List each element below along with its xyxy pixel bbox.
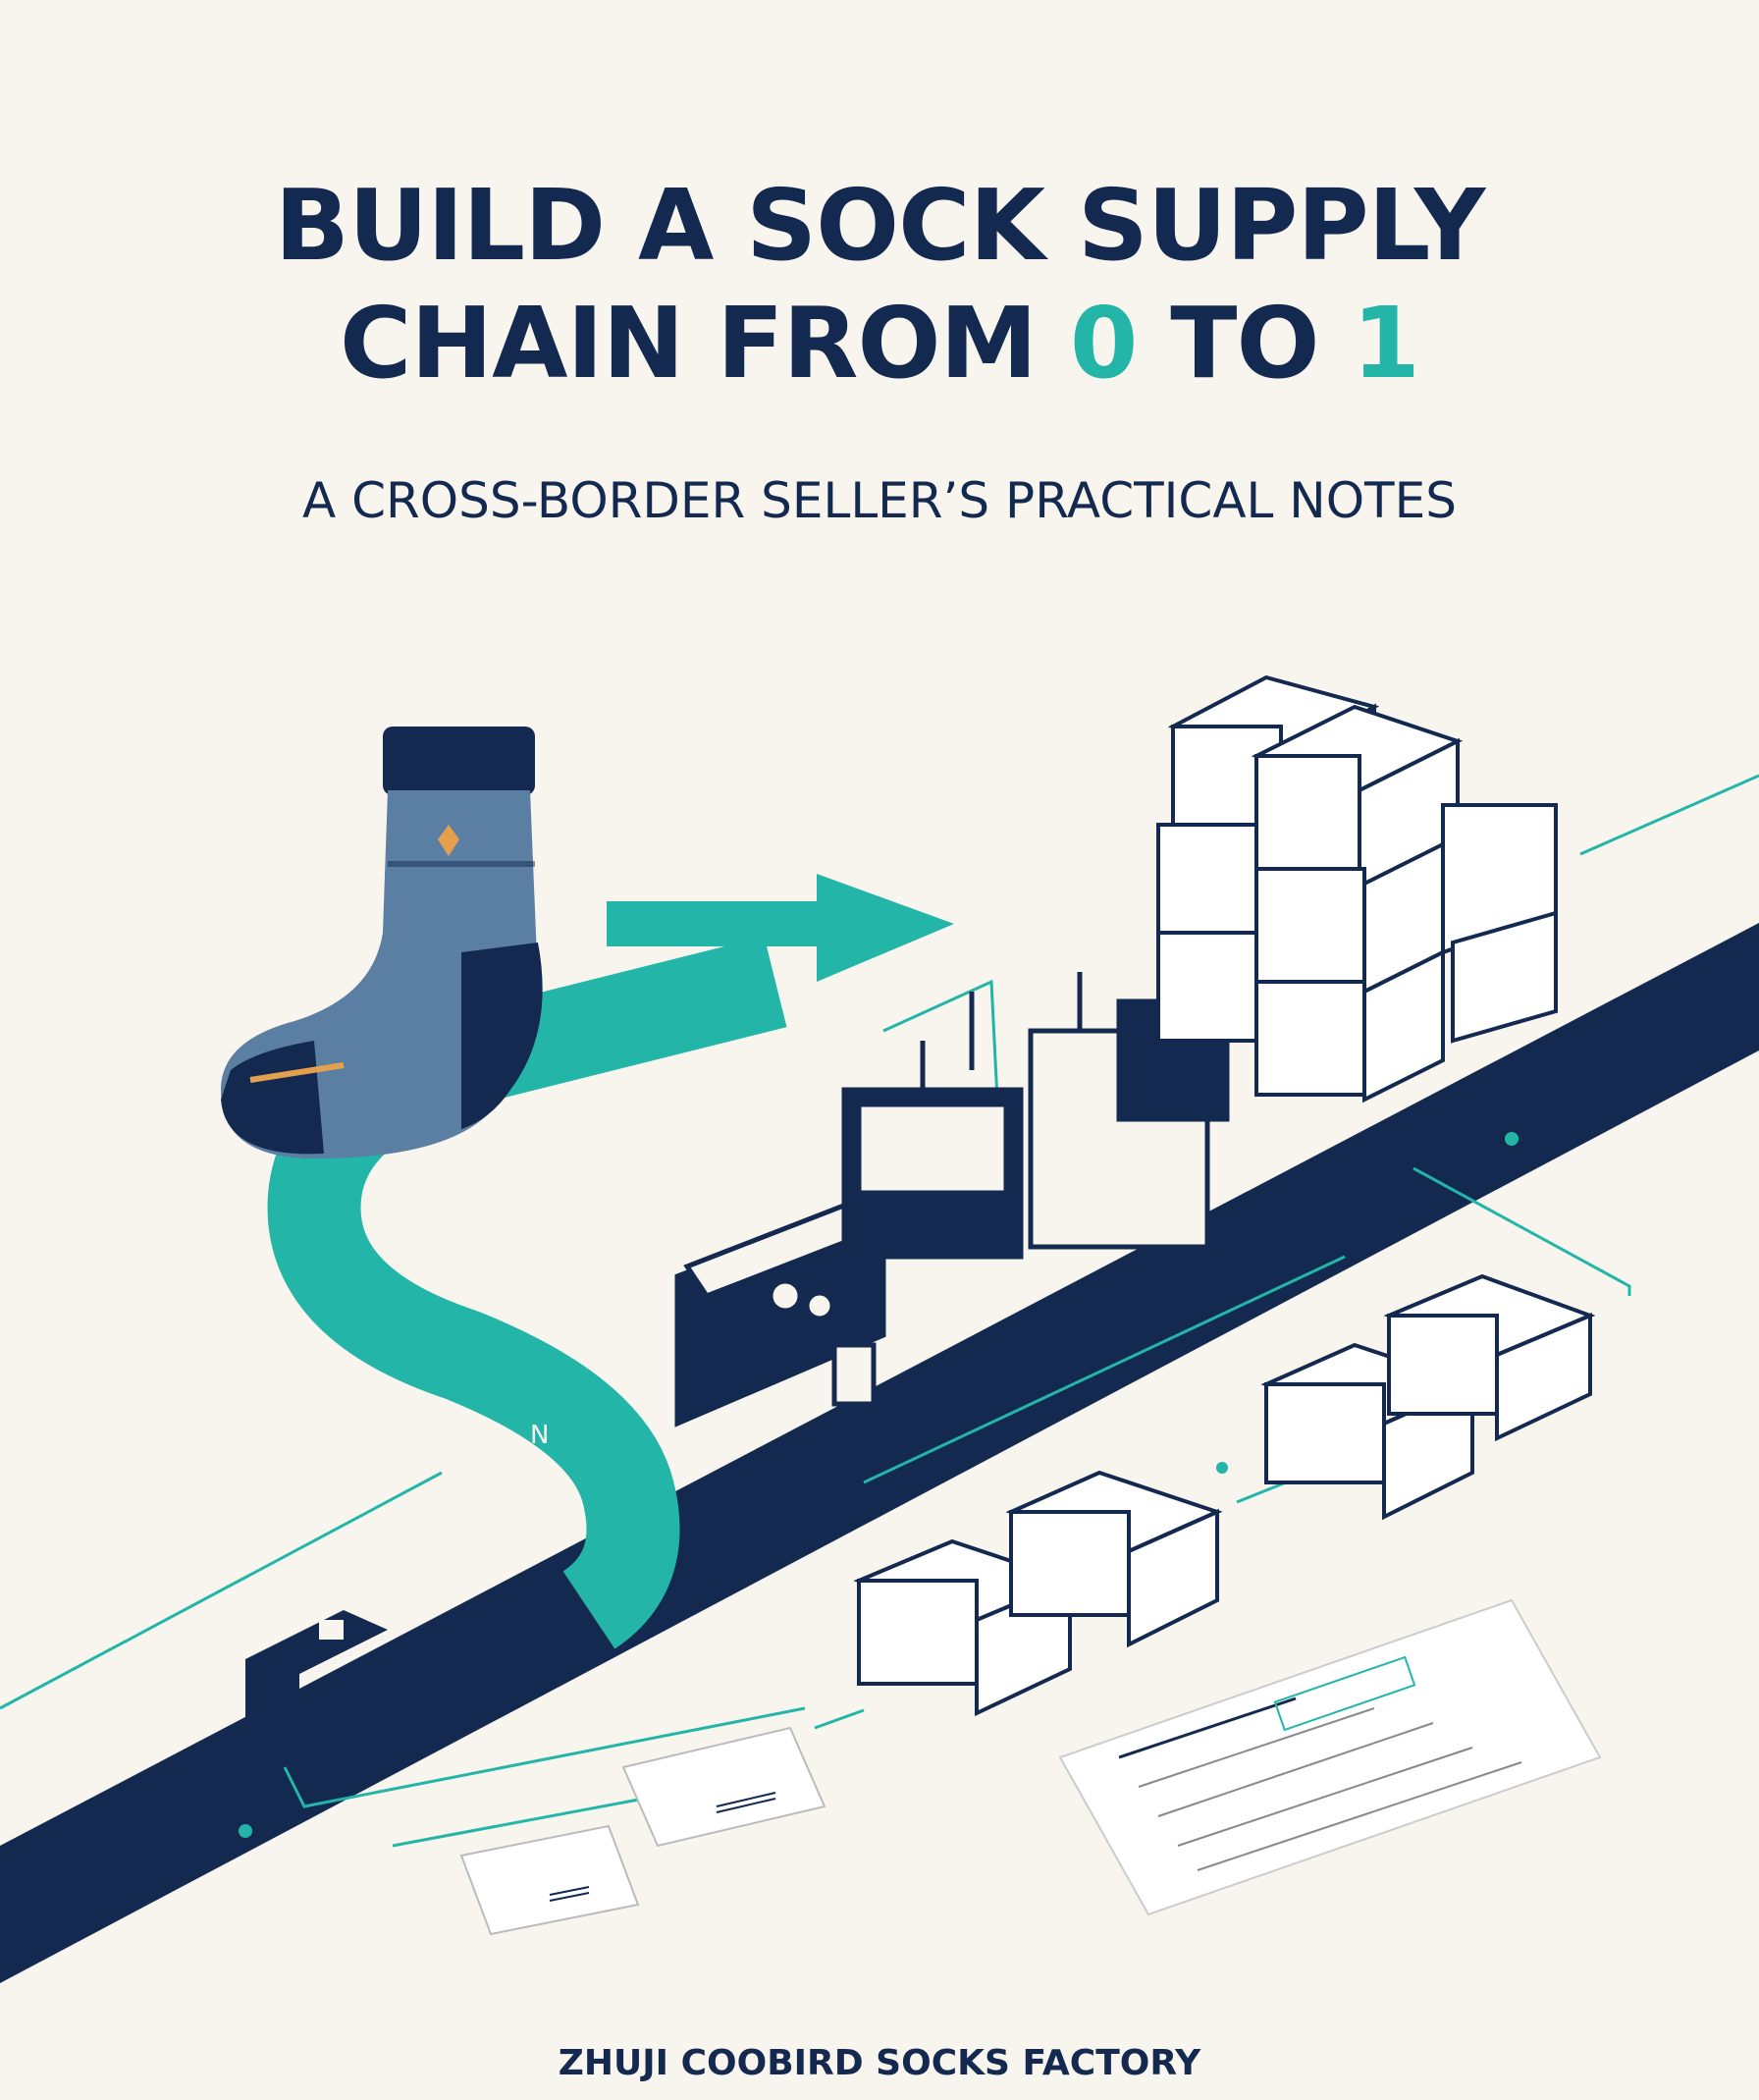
- path-marker-2: N: [530, 1421, 549, 1450]
- order-document: [1058, 1598, 1602, 1916]
- brand-footer: ZHUJI COOBIRD SOCKS FACTORY: [558, 2043, 1201, 2083]
- shipping-label: [459, 1726, 826, 1936]
- path-marker-1: ↘: [550, 1165, 571, 1195]
- scanner-terminal: [245, 1610, 388, 1762]
- title-accent-zero: 0: [1069, 286, 1139, 401]
- title-accent-one: 1: [1352, 286, 1420, 401]
- shipping-box-row: [853, 1273, 1596, 1717]
- page-title: BUILD A SOCK SUPPLY CHAIN FROM 0 TO 1: [0, 167, 1759, 403]
- title-line-2-start: CHAIN FROM: [340, 286, 1070, 401]
- cardboard-box-stack: [1156, 674, 1558, 1104]
- title-line-2-mid: TO: [1137, 286, 1353, 401]
- flow-dot: [1505, 1132, 1519, 1146]
- title-line-2: CHAIN FROM 0 TO 1: [0, 285, 1759, 403]
- title-line-1: BUILD A SOCK SUPPLY: [274, 168, 1485, 283]
- flow-dot: [239, 1824, 252, 1838]
- flow-dot: [1216, 1462, 1228, 1474]
- barcode-lines: [549, 1792, 776, 1902]
- arrow-right-icon: [607, 874, 954, 982]
- sock-illustration: [221, 727, 543, 1158]
- page-subtitle: A CROSS-BORDER SELLER’S PRACTICAL NOTES: [302, 472, 1457, 529]
- conveyor-band: [0, 923, 1759, 1983]
